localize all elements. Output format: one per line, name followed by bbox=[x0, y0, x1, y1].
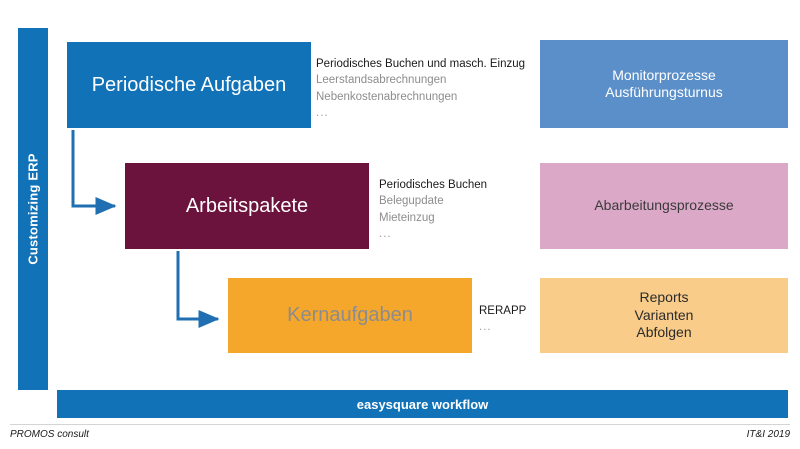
annotation-sub-line: Leerstandsabrechnungen bbox=[316, 74, 447, 87]
result-line: Reports bbox=[639, 289, 689, 306]
footer-right-text: IT&I 2019 bbox=[746, 429, 790, 440]
footer-left-text: PROMOS consult bbox=[10, 429, 89, 440]
annotation-sub-line: Mieteinzug bbox=[379, 211, 435, 224]
result-line: Abarbeitungsprozesse bbox=[594, 197, 734, 214]
annotation-kernaufgaben: RERAPP ... bbox=[479, 303, 526, 336]
box-kernaufgaben[interactable]: Kernaufgaben bbox=[228, 278, 472, 353]
result-line: Varianten bbox=[634, 306, 694, 323]
connector-arbeitspakete-to-kernaufgaben bbox=[176, 251, 220, 328]
annotation-main-line: Periodisches Buchen und masch. Einzug bbox=[316, 58, 526, 70]
annotation-periodische-aufgaben: Periodisches Buchen und masch. Einzug Le… bbox=[316, 56, 525, 121]
annotation-main-line: Periodisches Buchen bbox=[379, 179, 488, 191]
result-line: Abfolgen bbox=[636, 324, 692, 341]
annotation-arbeitspakete: Periodisches Buchen Belegupdate Mieteinz… bbox=[379, 177, 487, 242]
box-arbeitspakete[interactable]: Arbeitspakete bbox=[125, 163, 369, 249]
annotation-sub-line: Nebenkostenabrechnungen bbox=[316, 90, 458, 103]
easysquare-workflow-band[interactable]: easysquare workflow bbox=[57, 390, 788, 418]
customizing-erp-band: Customizing ERP bbox=[18, 28, 48, 390]
annotation-main-line: RERAPP bbox=[479, 305, 527, 317]
result-line: Monitorprozesse bbox=[612, 66, 716, 83]
box-monitorprozesse[interactable]: Monitorprozesse Ausführungsturnus bbox=[540, 40, 788, 128]
box-abarbeitungsprozesse[interactable]: Abarbeitungsprozesse bbox=[540, 163, 788, 249]
annotation-ellipsis: ... bbox=[316, 106, 329, 119]
annotation-sub-line: Belegupdate bbox=[379, 195, 444, 208]
annotation-ellipsis: ... bbox=[479, 321, 492, 334]
annotation-ellipsis: ... bbox=[379, 227, 392, 240]
result-line: Ausführungsturnus bbox=[605, 84, 723, 100]
customizing-erp-label: Customizing ERP bbox=[25, 153, 41, 265]
footer-divider bbox=[10, 424, 790, 425]
box-periodische-aufgaben[interactable]: Periodische Aufgaben bbox=[67, 42, 311, 128]
connector-periodische-to-arbeitspakete bbox=[71, 130, 117, 215]
box-reports-varianten-abfolgen[interactable]: Reports Varianten Abfolgen bbox=[540, 278, 788, 353]
